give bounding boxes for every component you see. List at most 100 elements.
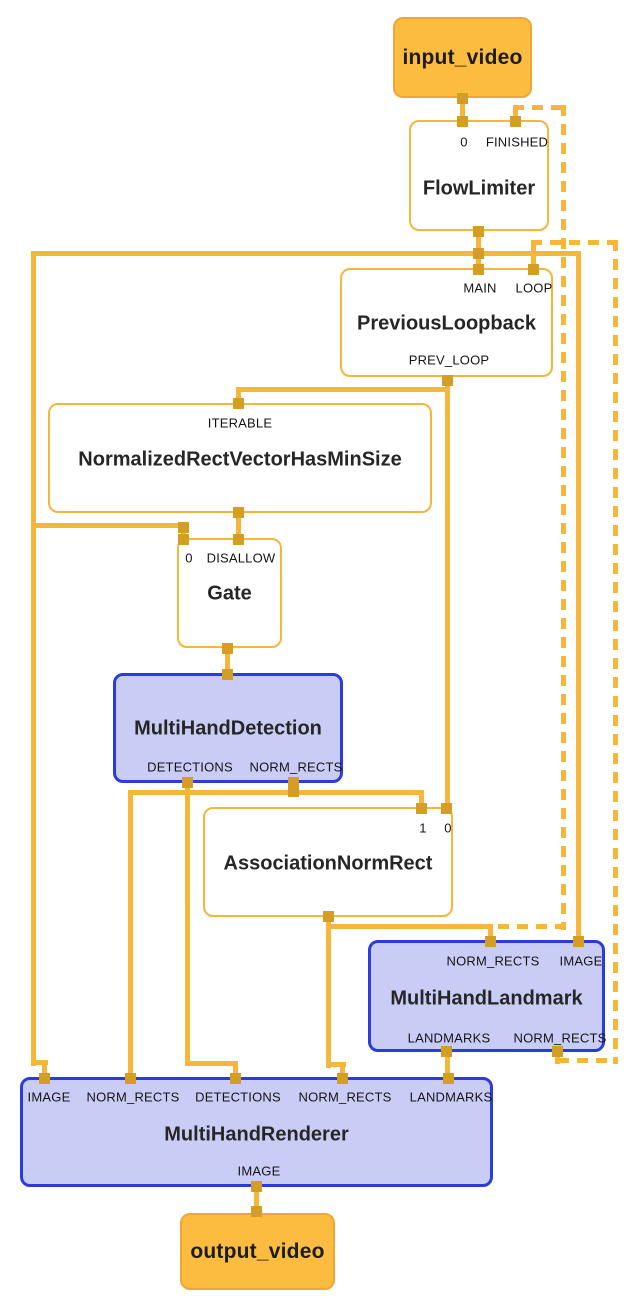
node-output-video[interactable]: output_video	[180, 1213, 335, 1290]
port-square	[472, 225, 484, 237]
edge-segment	[127, 790, 133, 1081]
port-square	[456, 115, 468, 127]
edge-segment	[31, 1059, 48, 1065]
node-multi-hand-landmark[interactable]: NORM_RECTS IMAGE MultiHandLandmark LANDM…	[368, 940, 607, 1052]
edge-segment	[253, 1183, 259, 1217]
node-title: NormalizedRectVectorHasMinSize	[78, 448, 402, 471]
edge-segment	[444, 375, 450, 811]
port-square	[221, 668, 233, 680]
port-label-loop: LOOP	[515, 280, 553, 296]
port-square	[181, 776, 193, 788]
port-label-image-out: IMAGE	[237, 1163, 281, 1179]
port-square	[232, 506, 244, 518]
port-square	[472, 247, 484, 259]
port-label-norm-rects-1: NORM_RECTS	[86, 1089, 180, 1105]
edge-segment	[30, 251, 36, 1066]
port-label-landmarks-out: LANDMARKS	[407, 1030, 491, 1046]
edge-segment	[184, 779, 190, 1065]
port-square	[472, 263, 484, 275]
port-square	[322, 910, 334, 922]
port-square	[572, 935, 584, 947]
node-title: FlowLimiter	[422, 177, 536, 200]
port-label-prev-loop: PREV_LOOP	[408, 352, 490, 368]
port-label-main: MAIN	[463, 280, 497, 296]
port-label-1: 1	[419, 820, 427, 836]
port-label-norm-rects-in: NORM_RECTS	[446, 953, 540, 969]
port-label-0: 0	[444, 820, 452, 836]
node-title: MultiHandDetection	[134, 717, 322, 740]
port-label-finished: FINISHED	[485, 134, 549, 150]
node-title: MultiHandLandmark	[390, 987, 583, 1010]
port-label-iterable: ITERABLE	[207, 415, 273, 431]
edge-segment	[185, 1060, 237, 1066]
back-edge-segment	[513, 104, 565, 110]
back-edge-segment	[530, 240, 536, 260]
back-edge-segment	[560, 105, 566, 930]
port-square	[484, 935, 496, 947]
edge-segment	[41, 1060, 47, 1081]
back-edge-segment	[531, 239, 617, 245]
port-label-image-in: IMAGE	[559, 953, 603, 969]
port-square	[551, 1045, 563, 1057]
node-title: Gate	[207, 582, 252, 605]
edge-segment	[31, 522, 185, 528]
port-square	[336, 1072, 348, 1084]
port-square	[440, 1045, 452, 1057]
port-square	[287, 785, 299, 797]
node-title: MultiHandRenderer	[164, 1123, 349, 1146]
port-square	[124, 1072, 136, 1084]
port-square	[229, 1072, 241, 1084]
back-edge-segment	[498, 923, 565, 929]
port-square	[250, 1180, 262, 1192]
port-square	[38, 1072, 50, 1084]
edge-segment	[326, 923, 492, 929]
port-label-landmarks: LANDMARKS	[409, 1089, 493, 1105]
port-label-0: 0	[185, 550, 193, 566]
node-title: PreviousLoopback	[357, 312, 536, 335]
edge-segment	[232, 1061, 238, 1081]
port-square	[442, 1072, 454, 1084]
edge-segment	[459, 94, 465, 124]
edge-segment	[418, 790, 424, 811]
port-square	[440, 802, 452, 814]
node-association-norm-rect[interactable]: 1 0 AssociationNormRect	[203, 807, 453, 917]
port-square	[177, 521, 189, 533]
port-label-0: 0	[460, 134, 468, 150]
port-square	[287, 776, 299, 788]
port-label-norm-rects-out: NORM_RECTS	[513, 1030, 607, 1046]
edge-segment	[530, 254, 536, 272]
edge-segment	[235, 387, 241, 407]
port-square	[177, 533, 189, 545]
output-video-label: output_video	[190, 1239, 325, 1263]
node-input-video[interactable]: input_video	[393, 17, 532, 98]
port-label-norm-rects: NORM_RECTS	[249, 759, 343, 775]
node-multi-hand-renderer[interactable]: IMAGE NORM_RECTS DETECTIONS NORM_RECTS L…	[20, 1077, 493, 1187]
input-video-label: input_video	[402, 45, 523, 69]
port-square	[221, 642, 233, 654]
edge-segment	[575, 251, 581, 944]
node-has-min-size[interactable]: ITERABLE NormalizedRectVectorHasMinSize	[48, 403, 432, 513]
port-square	[509, 115, 521, 127]
edge-segment	[31, 250, 580, 256]
port-square	[456, 92, 468, 104]
edge-segment	[326, 1061, 346, 1067]
edge-segment	[128, 789, 423, 795]
edge-segment	[487, 924, 493, 944]
port-label-norm-rects-2: NORM_RECTS	[298, 1089, 392, 1105]
node-multi-hand-detection[interactable]: MultiHandDetection DETECTIONS NORM_RECTS	[113, 673, 343, 783]
node-previous-loopback[interactable]: MAIN LOOP PreviousLoopback PREV_LOOP	[340, 268, 553, 377]
edge-segment	[235, 509, 241, 542]
edge-segment	[180, 523, 186, 542]
port-square	[250, 1205, 262, 1217]
edge-segment	[325, 913, 331, 1068]
back-edge-segment	[558, 1057, 617, 1063]
port-square	[415, 802, 427, 814]
edge-segment	[444, 1048, 450, 1081]
back-edge-segment	[612, 240, 618, 1064]
port-label-image-in: IMAGE	[27, 1089, 71, 1105]
port-square	[232, 397, 244, 409]
edge-segment	[236, 386, 449, 392]
